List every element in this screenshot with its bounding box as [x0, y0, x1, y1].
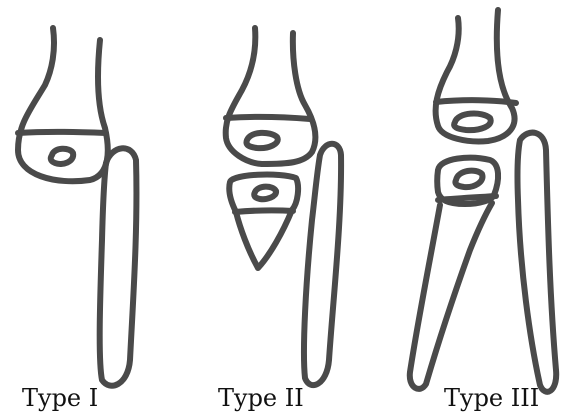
type-1-fibula [100, 148, 137, 385]
type-2-lower-plate-line [235, 210, 293, 212]
type-2-upper-plate-line [226, 117, 310, 119]
type-1-ossification-center [51, 149, 73, 164]
type-2-fibula [304, 144, 341, 385]
type-3-long-bone [410, 203, 492, 389]
type-1-illustration [18, 28, 136, 386]
type-2-caption: Type II [218, 386, 304, 410]
type-1-bone-shaft [18, 28, 108, 181]
type-2-lower-ossification-center [254, 187, 276, 200]
type-3-fibula [517, 133, 556, 392]
type-3-middle-plate-line [438, 196, 496, 200]
type-3-bone-shaft [436, 10, 515, 141]
type-2-upper-ossification-center [246, 133, 277, 148]
type-3-caption: Type III [444, 386, 539, 410]
type-3-upper-plate-line [436, 100, 516, 103]
type-3-upper-ossification-center [454, 113, 491, 130]
type-1-caption: Type I [22, 386, 98, 410]
type-2-illustration [226, 28, 341, 385]
type-1-growth-plate-line [18, 132, 106, 133]
type-3-illustration [410, 10, 556, 392]
type-3-middle-ossification-center [455, 171, 482, 187]
